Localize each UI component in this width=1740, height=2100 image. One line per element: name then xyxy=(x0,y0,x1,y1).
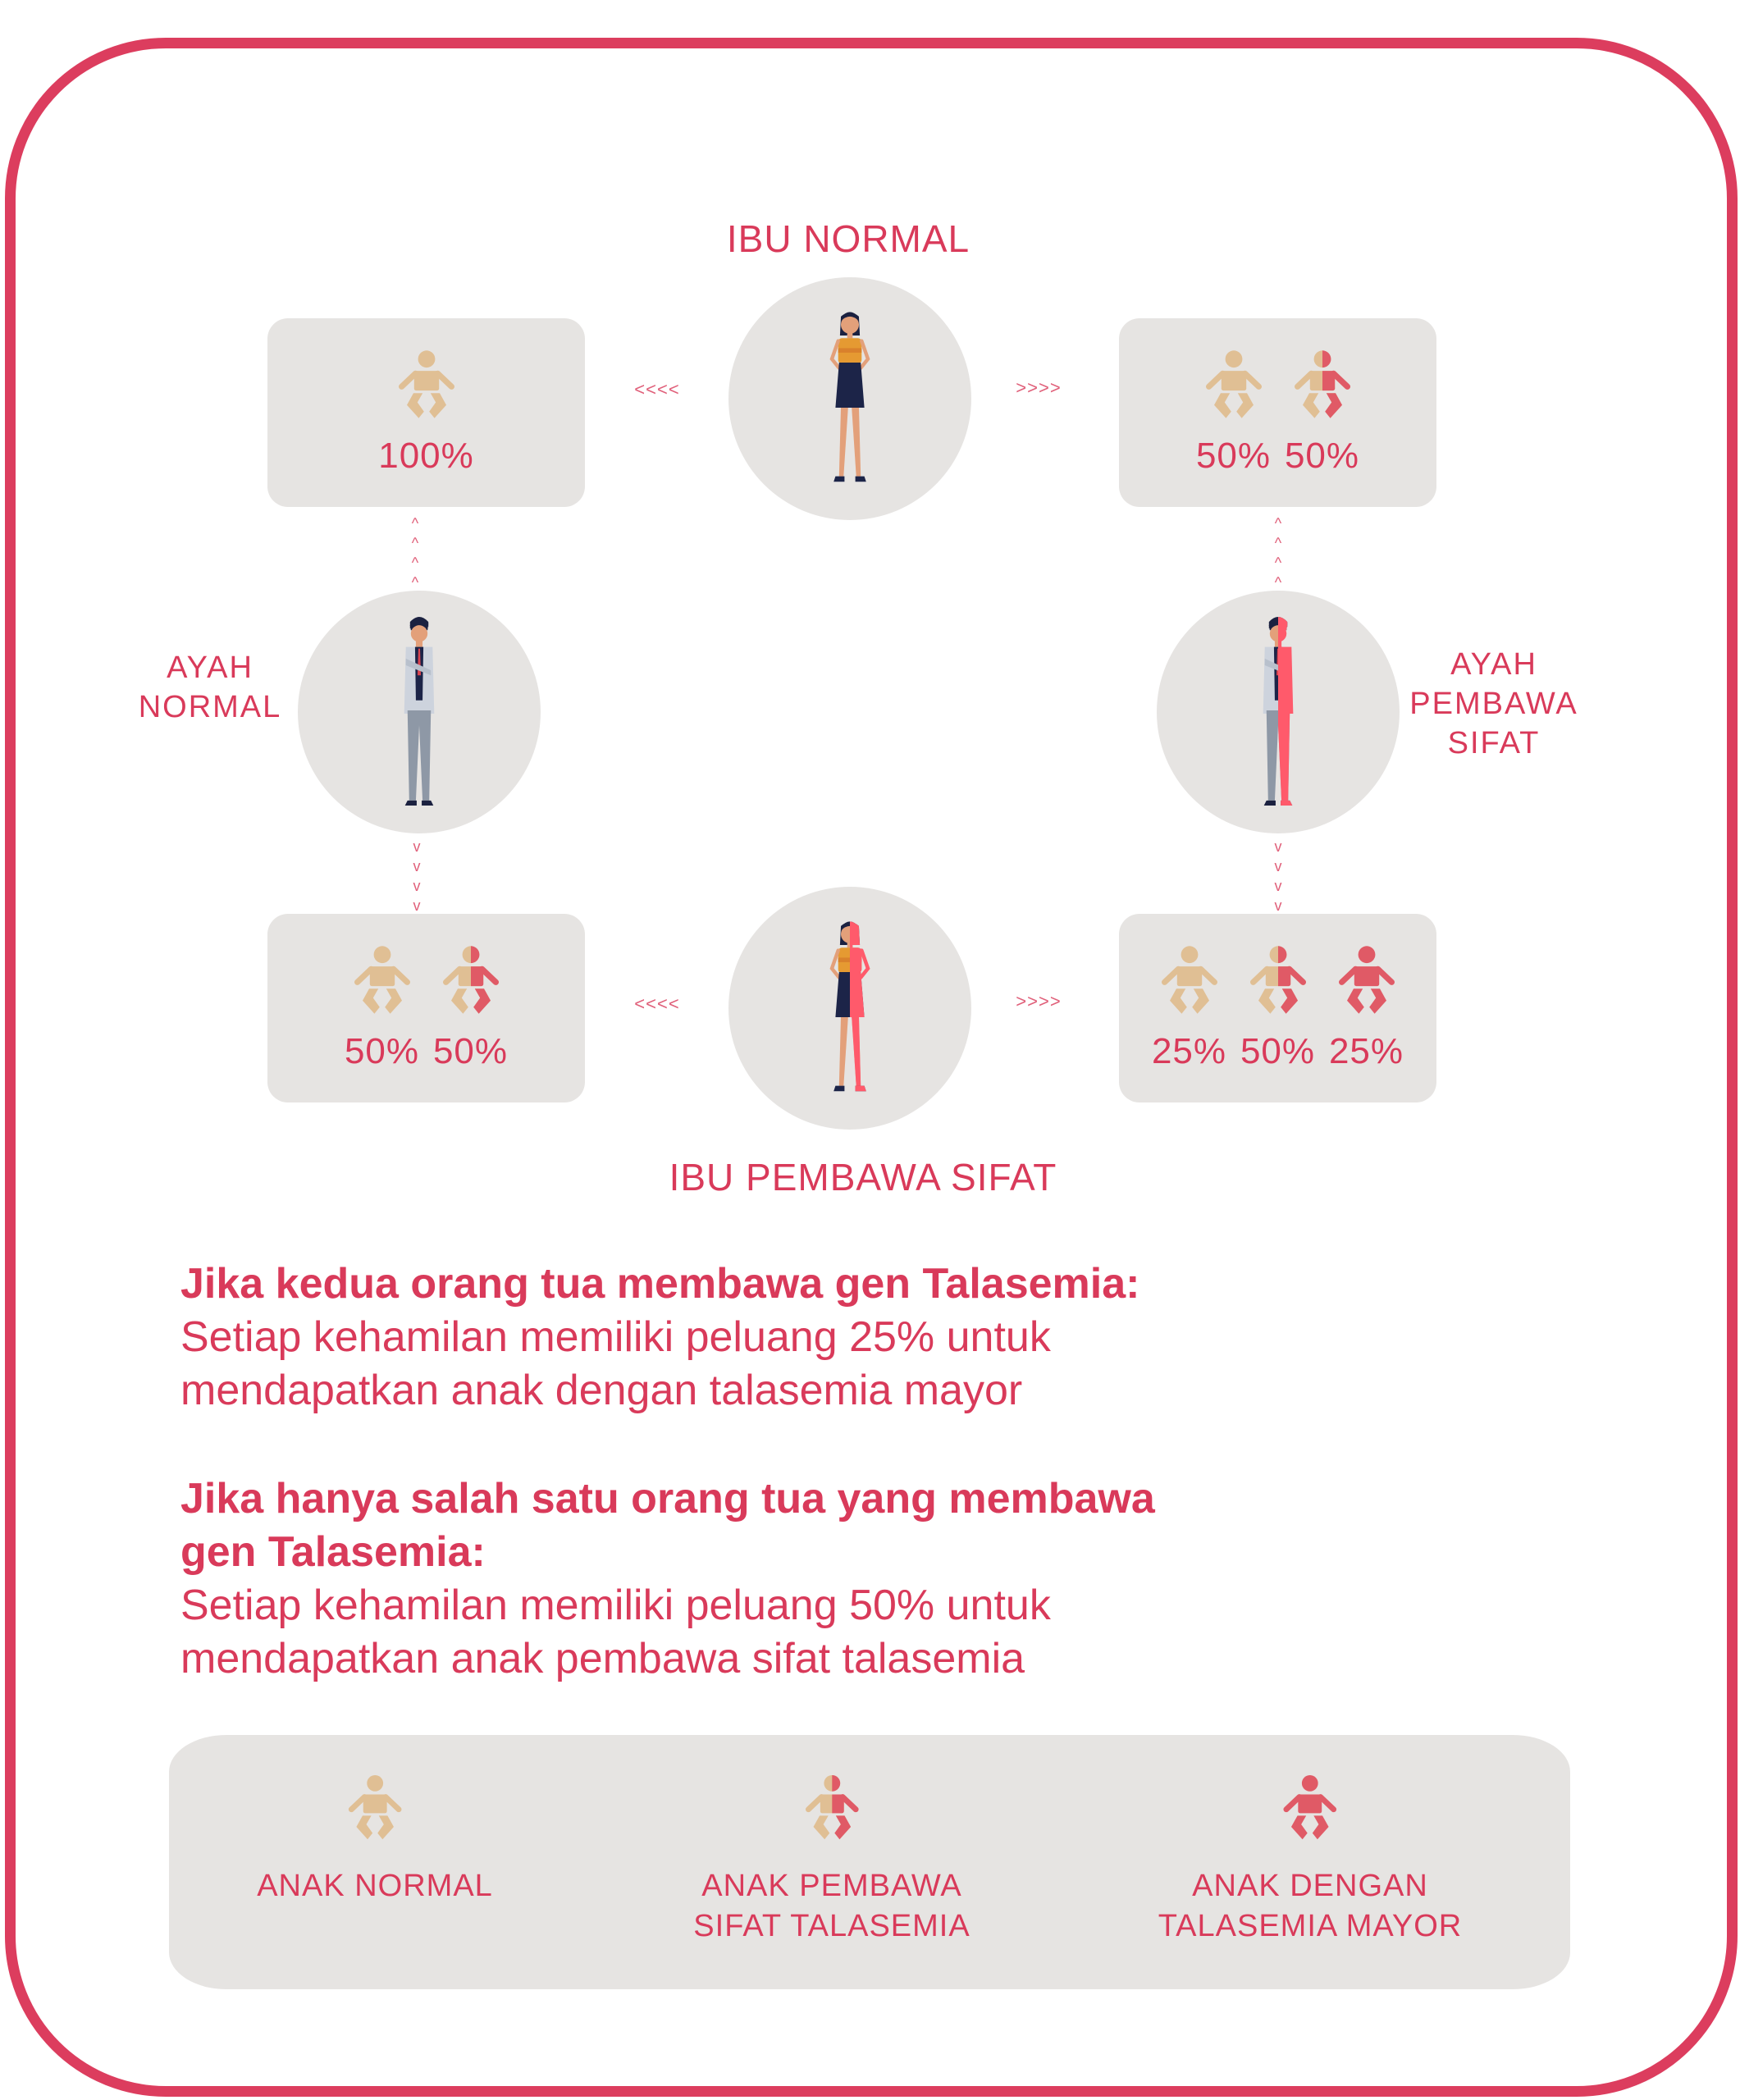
outcome-percent: 50% xyxy=(1240,1031,1316,1071)
baby-normal-icon xyxy=(394,343,459,429)
arrow-right: >>>> xyxy=(1016,377,1062,398)
label-ibu-pembawa-sifat: IBU PEMBAWA SIFAT xyxy=(669,1156,1057,1198)
outcome-item: 25% xyxy=(1147,938,1232,1072)
baby-normal-icon xyxy=(1157,938,1222,1025)
baby-normal-icon xyxy=(344,1768,406,1850)
mother-carrier-circle xyxy=(728,887,971,1130)
arrow-left: <<<< xyxy=(634,993,680,1014)
father-carrier-circle xyxy=(1157,591,1400,833)
outcome-percent: 50% xyxy=(1195,436,1272,476)
outcome-box-bottom-right: 25% 50% 25% xyxy=(1119,914,1436,1102)
baby-carrier-icon xyxy=(438,938,504,1025)
baby-normal-icon xyxy=(349,938,415,1025)
paragraph-line: mendapatkan anak pembawa sifat talasemia xyxy=(180,1635,1025,1682)
woman-normal-icon xyxy=(823,308,877,489)
man-carrier-icon xyxy=(1263,617,1294,806)
label-line: SIFAT xyxy=(1447,726,1541,760)
label-ayah-pembawa-sifat: AYAH PEMBAWA SIFAT xyxy=(1409,645,1578,763)
legend-label: ANAK PEMBAWA SIFAT TALASEMIA xyxy=(693,1866,970,1947)
outcome-item: 50% xyxy=(340,938,425,1072)
card-border xyxy=(5,38,1738,2097)
man-normal-icon xyxy=(404,617,435,806)
outcome-percent: 25% xyxy=(1328,1031,1404,1071)
baby-carrier-icon xyxy=(1245,938,1311,1025)
outcome-box-top-left: 100% xyxy=(267,318,585,507)
paragraph-heading: Jika kedua orang tua membawa gen Talasem… xyxy=(180,1260,1140,1308)
paragraph-line: Setiap kehamilan memiliki peluang 50% un… xyxy=(180,1582,1051,1629)
baby-major-icon xyxy=(1279,1768,1341,1850)
outcome-percent: 50% xyxy=(344,1031,420,1071)
paragraph-line: mendapatkan anak dengan talasemia mayor xyxy=(180,1367,1023,1414)
label-line: AYAH xyxy=(1450,647,1537,682)
arrow-left: <<<< xyxy=(634,379,680,399)
father-normal-circle xyxy=(298,591,541,833)
legend-item-major: ANAK DENGAN TALASEMIA MAYOR xyxy=(1158,1768,1462,1947)
label-ibu-normal: IBU NORMAL xyxy=(726,217,970,260)
arrow-up: ^^^^ xyxy=(1274,515,1282,591)
paragraph-one-carrier: Jika hanya salah satu orang tua yang mem… xyxy=(180,1472,1575,1686)
outcome-item: 100% xyxy=(378,343,473,477)
legend-label-line: SIFAT TALASEMIA xyxy=(693,1909,970,1943)
outcome-item: 50% xyxy=(1235,938,1321,1072)
label-line: NORMAL xyxy=(138,690,282,724)
outcome-box-bottom-left: 50% 50% xyxy=(267,914,585,1102)
legend-label-line: ANAK PEMBAWA xyxy=(701,1869,962,1903)
outcome-item: 50% xyxy=(428,938,514,1072)
outcome-percent: 25% xyxy=(1151,1031,1227,1071)
legend-label-line: TALASEMIA MAYOR xyxy=(1158,1909,1463,1943)
baby-major-icon xyxy=(1334,938,1400,1025)
arrow-right: >>>> xyxy=(1016,991,1062,1011)
baby-carrier-icon xyxy=(1290,343,1355,429)
label-line: PEMBAWA xyxy=(1409,687,1578,721)
outcome-item: 50% xyxy=(1280,343,1365,477)
outcome-item: 50% xyxy=(1191,343,1276,477)
legend-label-line: ANAK DENGAN xyxy=(1192,1869,1428,1903)
legend-label: ANAK NORMAL xyxy=(257,1869,493,1903)
paragraph-both-carriers: Jika kedua orang tua membawa gen Talasem… xyxy=(180,1258,1575,1418)
outcome-item: 25% xyxy=(1324,938,1409,1072)
outcome-percent: 50% xyxy=(1284,436,1360,476)
outcome-percent: 50% xyxy=(432,1031,509,1071)
woman-carrier-icon xyxy=(823,918,877,1098)
mother-normal-circle xyxy=(728,277,971,520)
paragraph-line: Setiap kehamilan memiliki peluang 25% un… xyxy=(180,1313,1051,1361)
baby-normal-icon xyxy=(1201,343,1267,429)
outcome-percent: 100% xyxy=(378,436,474,476)
outcome-box-top-right: 50% 50% xyxy=(1119,318,1436,507)
baby-carrier-icon xyxy=(801,1768,863,1850)
legend-item-normal: ANAK NORMAL xyxy=(257,1768,493,1906)
legend-label: ANAK DENGAN TALASEMIA MAYOR xyxy=(1158,1866,1462,1947)
paragraph-heading: Jika hanya salah satu orang tua yang mem… xyxy=(180,1475,1155,1522)
label-ayah-normal: AYAH NORMAL xyxy=(139,648,282,727)
legend-item-carrier: ANAK PEMBAWA SIFAT TALASEMIA xyxy=(693,1768,970,1947)
label-line: AYAH xyxy=(167,651,253,685)
arrow-up: ^^^^ xyxy=(411,515,419,591)
paragraph-heading: gen Talasemia: xyxy=(180,1528,486,1576)
